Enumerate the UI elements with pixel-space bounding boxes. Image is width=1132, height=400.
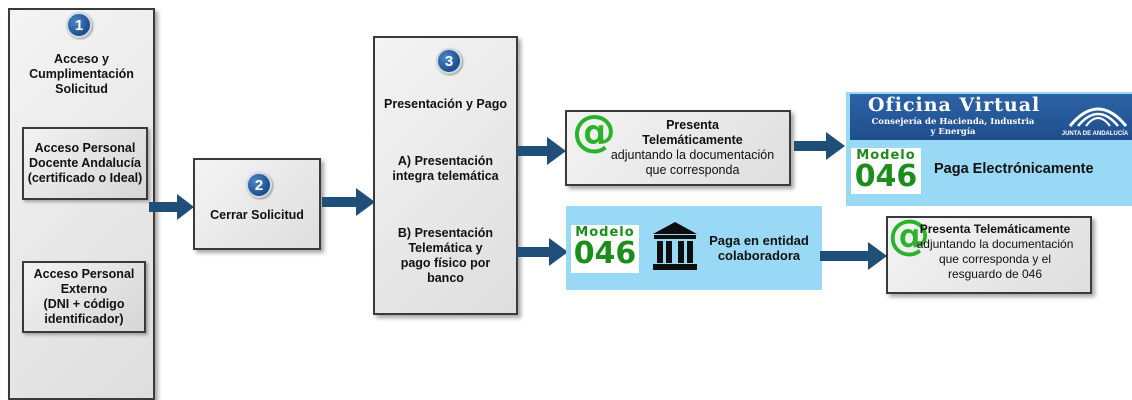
final-text-line: Presenta Telemáticamente [919, 222, 1071, 236]
step3-box [373, 36, 518, 315]
modelo-label: Modelo [575, 225, 635, 240]
oficina-title: Oficina Virtual [868, 94, 1041, 116]
access-externo-line: Externo [60, 282, 108, 296]
step1-title-line: Cumplimentación [29, 67, 134, 81]
final-telematic-text: Presenta Telemáticamente adjuntando la d… [900, 222, 1090, 282]
step2-label: Cerrar Solicitud [210, 208, 304, 222]
arrow-bank-to-final [820, 242, 887, 270]
step1-number-badge: 1 [66, 12, 92, 38]
arrow-option-a-to-telematic [517, 137, 566, 165]
step3-number-badge: 3 [436, 48, 462, 74]
access-docente-box: Acceso Personal Docente Andalucía (certi… [22, 127, 148, 200]
step1-box [8, 8, 155, 400]
arrow-option-b-to-bank [517, 238, 568, 266]
step1-title-line: Solicitud [55, 82, 108, 96]
telematic-text: Presenta Telemáticamente adjuntando la d… [600, 118, 785, 178]
step3-option-b-line: pago físico por [400, 256, 491, 270]
modelo-label: Modelo [856, 148, 916, 163]
step1-title: Acceso y Cumplimentación Solicitud [10, 52, 153, 97]
access-docente-line: (certificado o Ideal) [27, 171, 143, 185]
final-telematic-box [886, 216, 1092, 294]
junta-andalucia-logo-text: JUNTA DE ANDALUCÍA [1061, 131, 1129, 137]
bank-pay-line: colaboradora [717, 248, 801, 263]
modelo-046-badge-oficina: Modelo 046 [851, 148, 921, 194]
step3-option-b-line: Telemática y [408, 241, 483, 255]
telematic-bold-line: Presenta [666, 118, 719, 132]
at-icon: @ [572, 106, 616, 157]
step3-option-a: A) Presentación integra telemática [375, 154, 516, 184]
oficina-header [850, 94, 1132, 140]
arrow-step1-to-step2 [149, 194, 194, 220]
access-docente-line: Acceso Personal [34, 141, 136, 155]
access-externo-line: (DNI + código [43, 297, 125, 311]
oficina-subtitle-line: Consejería de Hacienda, Industria [871, 117, 1035, 127]
arrow-step2-to-step3 [322, 188, 375, 216]
modelo-046-badge-bank: Modelo 046 [571, 225, 639, 273]
telematic-bold-line: Telemáticamente [642, 133, 743, 147]
step3-option-b-line: banco [427, 271, 464, 285]
step2-number-badge: 2 [246, 172, 272, 198]
telematic-normal-line: adjuntando la documentación [610, 148, 775, 162]
step1-title-line: Acceso y [54, 52, 109, 66]
junta-andalucia-logo-icon [1068, 107, 1128, 127]
modelo-number: 046 [854, 159, 918, 194]
final-text-line: que corresponda y el [938, 252, 1052, 266]
access-docente-line: Docente Andalucía [28, 156, 142, 170]
step3-title: Presentación y Pago [384, 97, 507, 111]
access-externo-line: identificador) [44, 312, 124, 326]
modelo-number: 046 [573, 236, 637, 271]
oficina-subtitle: Consejería de Hacienda, Industria y Ener… [858, 117, 1048, 137]
bank-icon [653, 222, 697, 270]
pay-electronic-text: Paga Electrónicamente [934, 161, 1094, 177]
bank-pay-text: Paga en entidad colaboradora [700, 233, 818, 263]
step3-option-a-line: integra telemática [392, 169, 499, 183]
final-text-line: resguardo de 046 [947, 267, 1043, 281]
final-text-line: adjuntando la documentación [916, 237, 1074, 251]
telematic-box [565, 110, 791, 186]
at-icon: @ [888, 210, 930, 259]
arrow-telematic-to-oficina [794, 132, 845, 160]
step3-option-b-line: B) Presentación [397, 226, 494, 240]
oficina-subtitle-line: y Energía [930, 127, 976, 137]
telematic-normal-line: que corresponda [645, 163, 740, 177]
step3-option-b: B) Presentación Telemática y pago físico… [375, 226, 516, 286]
bank-pay-line: Paga en entidad [709, 233, 809, 248]
access-externo-line: Acceso Personal [33, 267, 135, 281]
access-externo-box: Acceso Personal Externo (DNI + código id… [22, 261, 146, 333]
step3-option-a-line: A) Presentación [397, 154, 494, 168]
